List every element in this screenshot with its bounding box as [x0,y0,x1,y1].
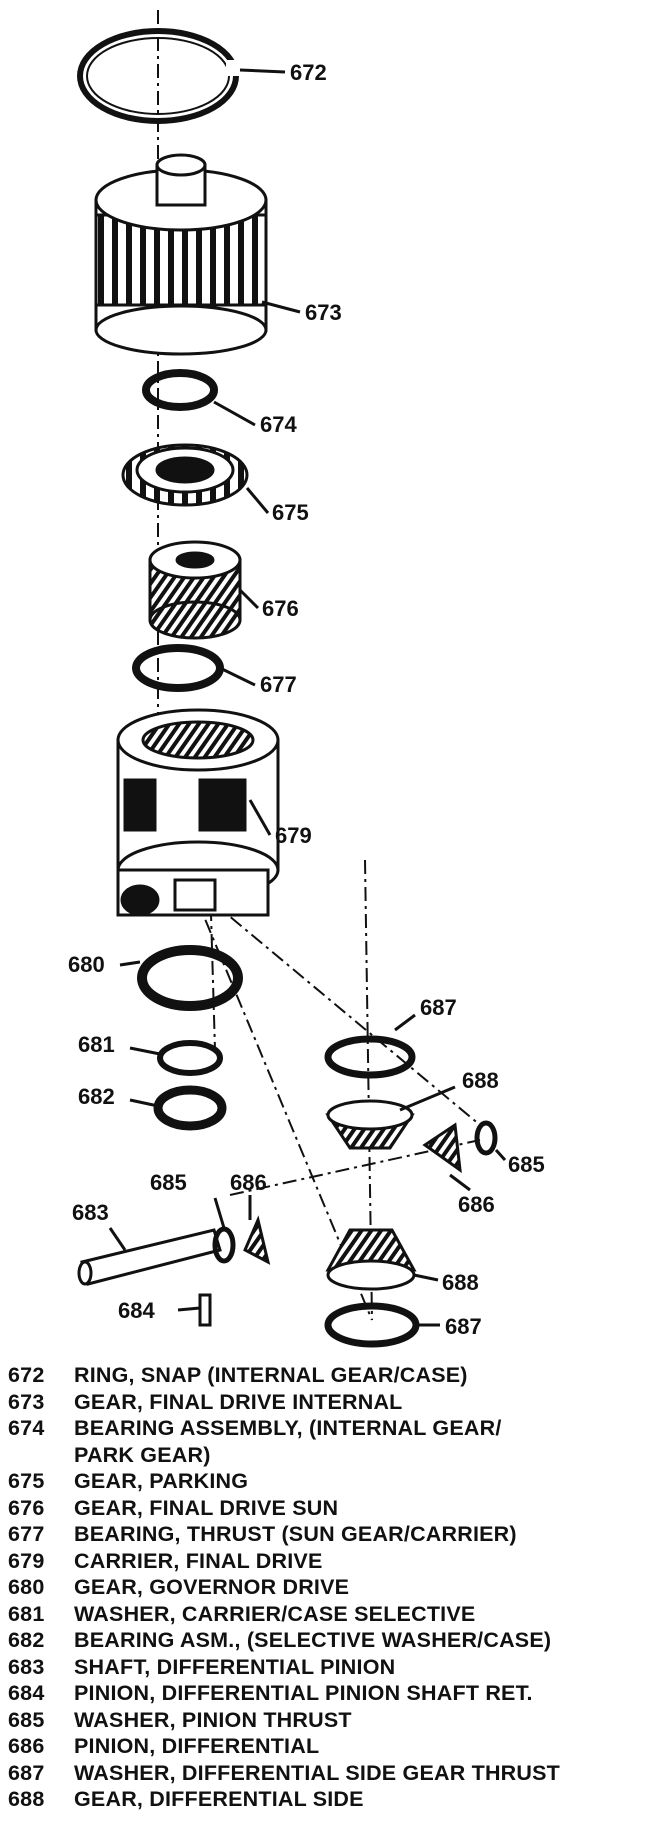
callout-687-top: 687 [420,995,457,1020]
callout-687-bottom: 687 [445,1314,482,1339]
callout-685-right: 685 [508,1152,545,1177]
thrust-bearing-677 [132,644,224,692]
side-gear-688-top [325,1099,415,1150]
callout-676: 676 [262,596,299,621]
governor-gear-680 [137,945,243,1011]
pinion-shaft-683 [77,1228,222,1286]
callout-681: 681 [78,1032,115,1057]
thrust-washer-685-right [474,1120,498,1156]
callout-675: 675 [272,500,309,525]
callout-679: 679 [275,823,312,848]
sun-gear-676 [148,540,242,640]
side-gear-688-bottom [325,1228,417,1291]
parking-gear-675 [121,443,249,507]
retainer-pin-684 [198,1293,212,1327]
thrust-washer-685-left [212,1226,236,1264]
callout-684: 684 [118,1298,155,1323]
callout-673: 673 [305,300,342,325]
washer-681 [157,1040,223,1076]
internal-gear-673 [94,153,268,356]
callout-688-bottom: 688 [442,1270,479,1295]
callout-685-left: 685 [150,1170,187,1195]
callout-672: 672 [290,60,327,85]
callout-686-right: 686 [458,1192,495,1217]
callout-682: 682 [78,1084,115,1109]
side-gear-washer-687-top [324,1035,416,1079]
bearing-674 [142,369,218,411]
pinion-686-right [422,1122,462,1174]
callout-683: 683 [72,1200,109,1225]
leader-lines [108,68,507,1327]
callout-686-left: 686 [230,1170,267,1195]
callout-688-top: 688 [462,1068,499,1093]
callout-674: 674 [260,412,297,437]
pinion-686-left [243,1215,271,1265]
exploded-parts-diagram: 672 673 674 675 676 677 679 680 681 682 … [68,10,545,1348]
carrier-679 [116,708,280,917]
bearing-682 [153,1085,227,1131]
callout-677: 677 [260,672,297,697]
legend-item-continuation: 000PARK GEAR) [74,1442,211,1467]
callout-680: 680 [68,952,105,977]
snap-ring-672 [77,28,244,124]
